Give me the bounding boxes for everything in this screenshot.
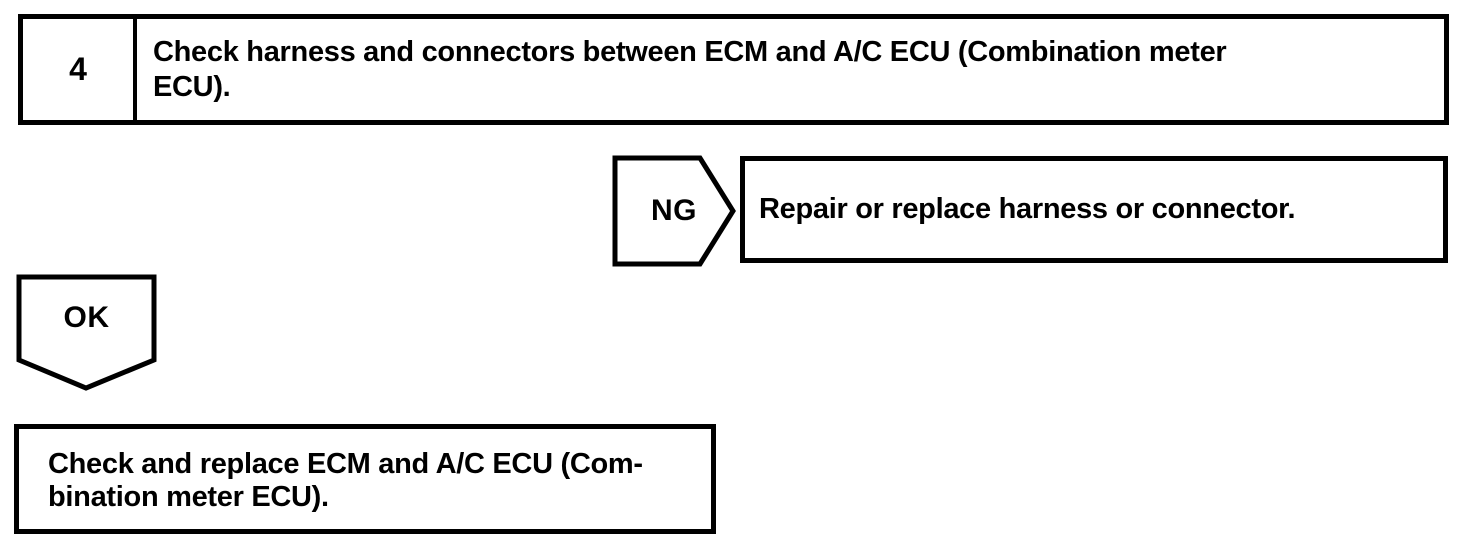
step-instruction: Check harness and connectors between ECM… <box>137 19 1444 120</box>
step-number: 4 <box>23 19 137 120</box>
ng-label: NG <box>651 194 697 227</box>
result-line-2: bination meter ECU). <box>48 481 329 513</box>
ok-label: OK <box>63 301 110 334</box>
step-box: 4 Check harness and connectors between E… <box>18 14 1449 125</box>
ok-arrow-icon <box>16 274 157 391</box>
step-instruction-line-2: ECU). <box>153 71 231 103</box>
ng-arrow-icon <box>612 155 736 267</box>
ng-action-box: Repair or replace harness or connector. <box>740 156 1448 263</box>
result-line-1: Check and replace ECM and A/C ECU (Com- <box>48 448 643 480</box>
ng-action-text: Repair or replace harness or connector. <box>759 193 1296 225</box>
step-instruction-line-1: Check harness and connectors between ECM… <box>153 36 1227 68</box>
result-box: Check and replace ECM and A/C ECU (Com- … <box>14 424 716 534</box>
